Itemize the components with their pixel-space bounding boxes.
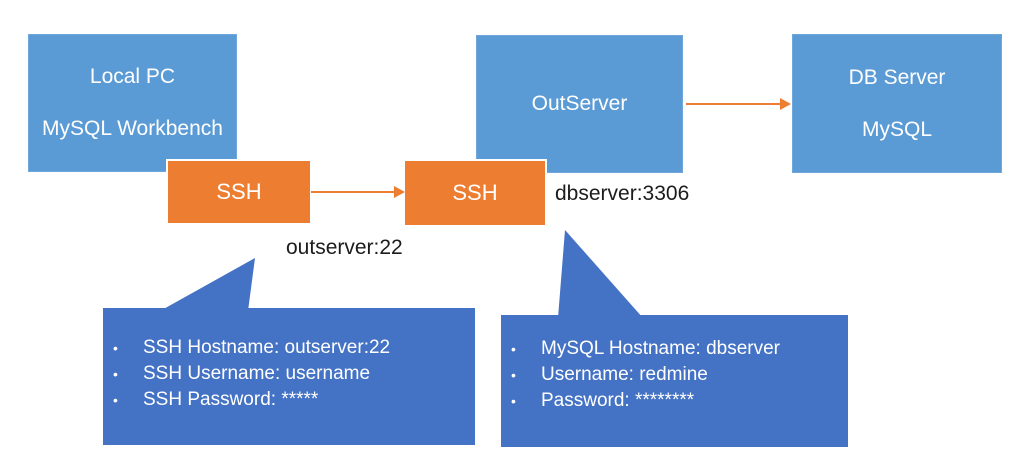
bullet-icon: • [511,367,516,383]
ssh-password-value: SSH Password: ***** [143,389,319,410]
arrow-ssh-tunnel-head-icon [394,186,405,198]
mysql-username-value: Username: redmine [541,364,708,385]
local-pc-title: Local PC [89,65,176,88]
node-out-server: OutServer [476,35,683,173]
bullet-icon: • [511,393,516,409]
node-local-pc: Local PC MySQL Workbench [28,34,237,172]
ssh-server-label: SSH [452,180,498,205]
mysql-hostname-value: MySQL Hostname: dbserver [541,338,780,359]
node-db-server: DB Server MySQL [792,34,1002,173]
label-dbserver-port: dbserver:3306 [555,182,690,205]
list-item: • SSH Hostname: outserver:22 [113,335,467,361]
bullet-icon: • [113,366,118,382]
local-pc-subtitle: MySQL Workbench [42,117,223,140]
bullet-icon: • [511,341,516,357]
callout-mysql-tail-shape [558,230,643,318]
list-item: • Password: ******** [511,388,840,414]
db-server-subtitle: MySQL [861,117,932,141]
node-ssh-client: SSH [166,159,312,225]
list-item: • SSH Username: username [113,361,467,387]
mysql-settings-list: • MySQL Hostname: dbserver • Username: r… [511,336,840,414]
list-item: • MySQL Hostname: dbserver [511,336,840,362]
bullet-icon: • [113,340,118,356]
db-server-title: DB Server [848,65,946,89]
list-item: • SSH Password: ***** [113,387,467,413]
out-server-label: OutServer [531,92,628,115]
ssh-username-value: SSH Username: username [143,363,371,384]
arrow-ssh-tunnel [311,186,405,198]
arrow-db-connection-head-icon [780,98,791,110]
callout-ssh-settings: • SSH Hostname: outserver:22 • SSH Usern… [103,308,475,445]
ssh-client-label: SSH [216,179,262,204]
arrow-db-connection-shaft [686,103,781,105]
callout-mysql-settings: • MySQL Hostname: dbserver • Username: r… [501,315,848,447]
arrow-db-connection [686,98,791,110]
mysql-password-value: Password: ******** [541,390,695,411]
node-ssh-server: SSH [403,159,547,227]
list-item: • Username: redmine [511,362,840,388]
ssh-settings-list: • SSH Hostname: outserver:22 • SSH Usern… [113,335,467,413]
arrow-ssh-tunnel-shaft [311,191,395,193]
callout-ssh-tail-shape [160,258,255,311]
bullet-icon: • [113,392,118,408]
label-outserver-port: outserver:22 [286,236,403,259]
ssh-hostname-value: SSH Hostname: outserver:22 [143,337,391,358]
